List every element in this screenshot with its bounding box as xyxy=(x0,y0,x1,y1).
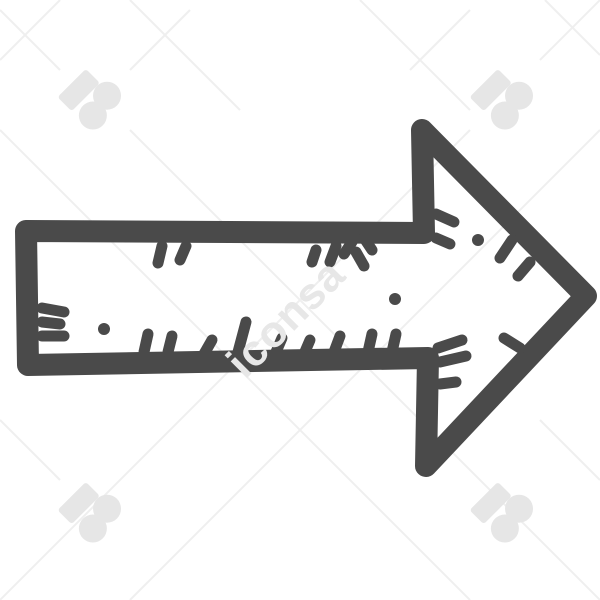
watermark-text: iconsa xyxy=(217,250,354,387)
iconsa-logo-icon xyxy=(470,483,534,543)
watermark-logos xyxy=(58,70,534,543)
hatch-marks xyxy=(36,208,536,390)
iconsa-logo-icon xyxy=(58,70,122,130)
iconsa-logo-icon xyxy=(470,70,534,130)
texture-dots xyxy=(98,234,484,335)
iconsa-logo-icon xyxy=(58,483,122,543)
arrow-outline xyxy=(15,119,597,477)
